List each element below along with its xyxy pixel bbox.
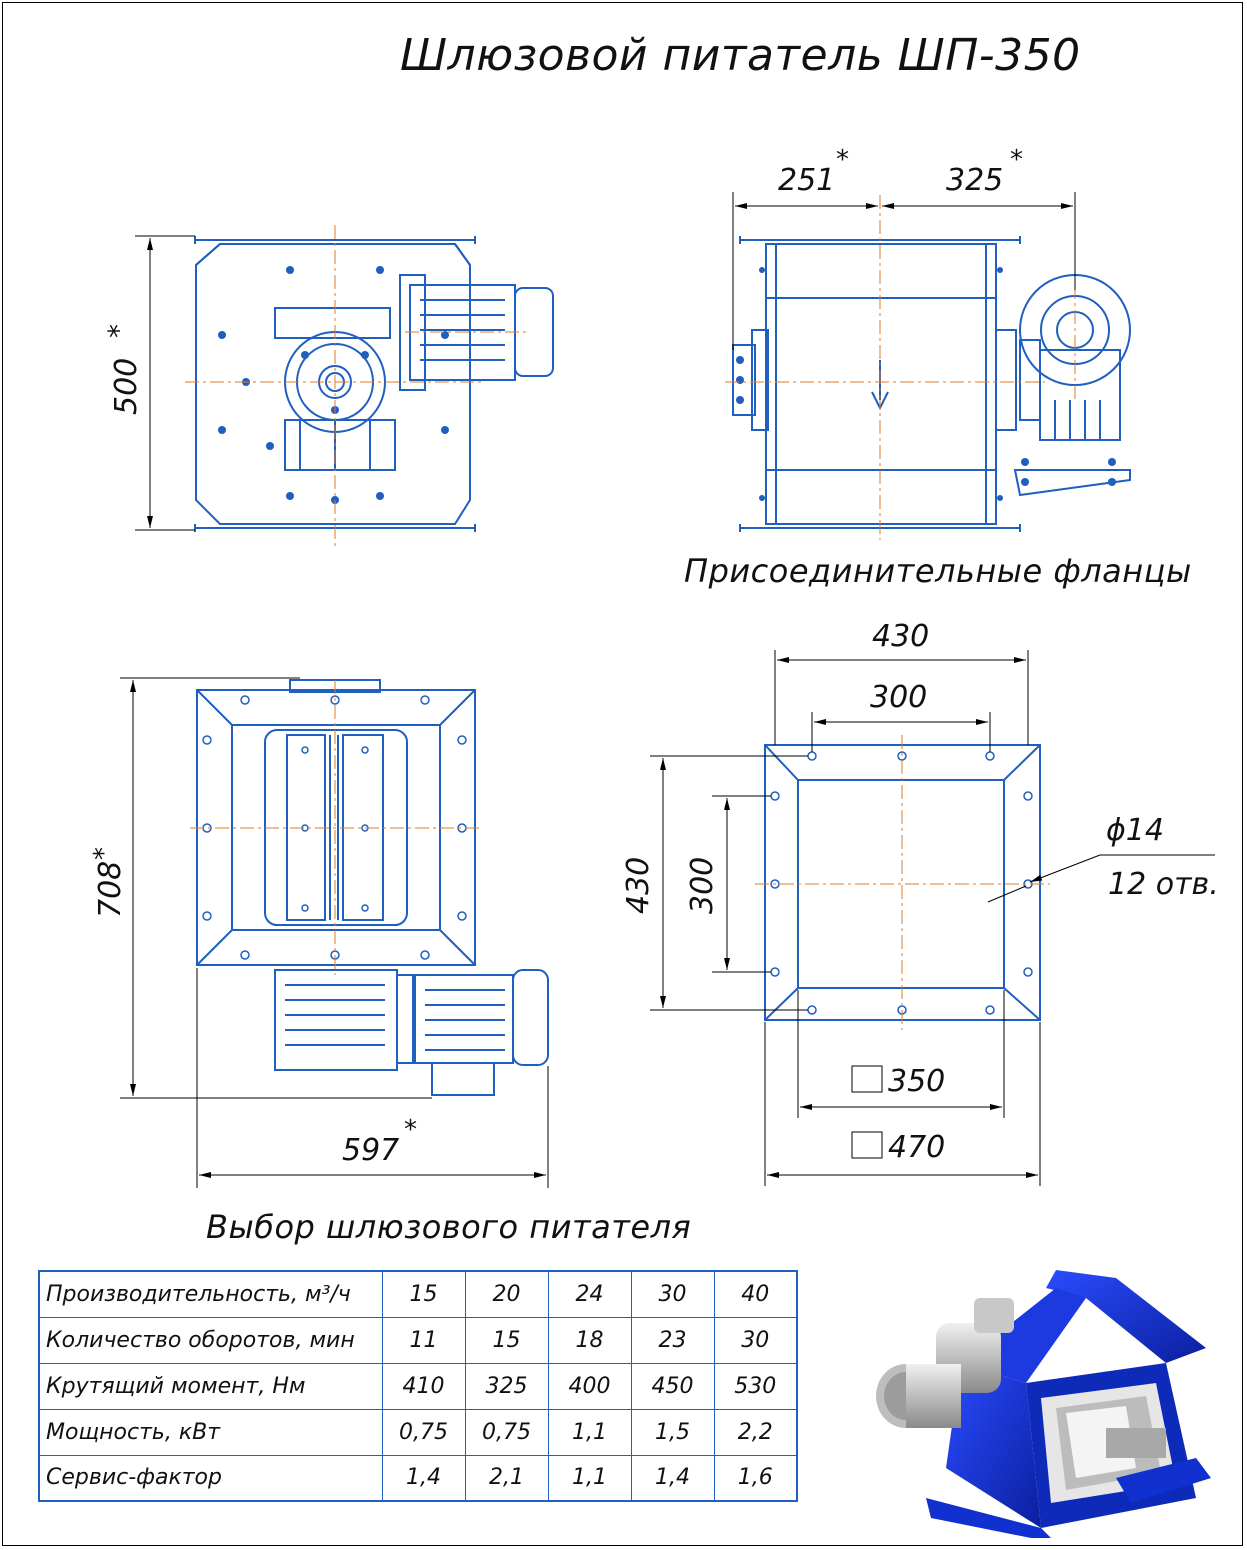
table-row: Сервис-фактор 1,4 2,1 1,1 1,4 1,6 [38, 1454, 798, 1502]
dim-597 [196, 968, 549, 1188]
table-cell: 0,75 [381, 1408, 466, 1456]
table-cell: 450 [630, 1362, 715, 1410]
dim-251-325 [732, 192, 1076, 350]
table-row: Производительность, м³/ч 15 20 24 30 40 [38, 1270, 798, 1318]
table-cell: 15 [381, 1270, 466, 1318]
plan-view [196, 679, 549, 1096]
table-cell: 23 [630, 1316, 715, 1364]
table-cell: 1,5 [630, 1408, 715, 1456]
table-cell: 400 [547, 1362, 632, 1410]
side-view-axes [725, 195, 1076, 540]
dim-708 [120, 677, 432, 1099]
dim-251-star: * [836, 145, 849, 175]
dim-500-star: * [102, 324, 135, 338]
rotary-feeder-3d-render [876, 1270, 1211, 1538]
dim-708-label: 708 [93, 861, 128, 918]
table-cell: 1,4 [381, 1454, 466, 1502]
drawing-title: Шлюзовой питатель ШП-350 [400, 30, 1081, 81]
dim-300-top-label: 300 [870, 680, 927, 715]
dim-325-star: * [1010, 145, 1023, 175]
side-view-bolts [736, 267, 1116, 501]
row-label: Количество оборотов, мин [38, 1316, 383, 1364]
front-view-axes [185, 225, 530, 548]
table-cell: 530 [713, 1362, 798, 1410]
flange-dimensions [650, 650, 1215, 1186]
dim-325-label: 325 [946, 163, 1003, 198]
row-label: Сервис-фактор [38, 1454, 383, 1502]
table-row: Крутящий момент, Нм 410 325 400 450 530 [38, 1362, 798, 1410]
row-label: Производительность, м³/ч [38, 1270, 383, 1318]
table-cell: 24 [547, 1270, 632, 1318]
row-label: Крутящий момент, Нм [38, 1362, 383, 1410]
dim-300-left-label: 300 [685, 857, 720, 914]
table-cell: 1,6 [713, 1454, 798, 1502]
dim-430-left-label: 430 [621, 857, 656, 914]
table-cell: 2,2 [713, 1408, 798, 1456]
square-350-label: 350 [888, 1064, 945, 1099]
square-470-label: 470 [888, 1130, 945, 1165]
plan-view-axes [190, 680, 480, 975]
flange-axes [755, 735, 1050, 1030]
table-cell: 1,1 [547, 1454, 632, 1502]
table-cell: 0,75 [464, 1408, 549, 1456]
flanges-caption: Присоединительные фланцы [684, 552, 1192, 590]
dim-500-label: 500 [109, 358, 144, 415]
side-view [732, 236, 1131, 532]
table-cell: 1,1 [547, 1408, 632, 1456]
table-cell: 40 [713, 1270, 798, 1318]
table-cell: 11 [381, 1316, 466, 1364]
dim-430-top-label: 430 [872, 619, 929, 654]
dim-500 [135, 235, 195, 531]
table-cell: 410 [381, 1362, 466, 1410]
row-label: Мощность, кВт [38, 1408, 383, 1456]
dim-597-label: 597 [342, 1133, 399, 1168]
dim-708-star: * [89, 847, 119, 860]
table-cell: 20 [464, 1270, 549, 1318]
table-row: Количество оборотов, мин 11 15 18 23 30 [38, 1316, 798, 1364]
table-cell: 30 [630, 1270, 715, 1318]
table-cell: 1,4 [630, 1454, 715, 1502]
front-view-bolts [218, 266, 449, 504]
table-title: Выбор шлюзового питателя [206, 1208, 692, 1246]
dim-251-label: 251 [778, 163, 835, 198]
hole-diameter-label: ϕ14 [1106, 813, 1164, 848]
dim-597-star: * [404, 1115, 417, 1145]
table-cell: 15 [464, 1316, 549, 1364]
selection-table: Производительность, м³/ч 15 20 24 30 40 … [38, 1270, 798, 1502]
table-cell: 325 [464, 1362, 549, 1410]
table-row: Мощность, кВт 0,75 0,75 1,1 1,5 2,2 [38, 1408, 798, 1456]
table-cell: 2,1 [464, 1454, 549, 1502]
table-cell: 18 [547, 1316, 632, 1364]
table-cell: 30 [713, 1316, 798, 1364]
hole-count-label: 12 отв. [1108, 867, 1219, 902]
